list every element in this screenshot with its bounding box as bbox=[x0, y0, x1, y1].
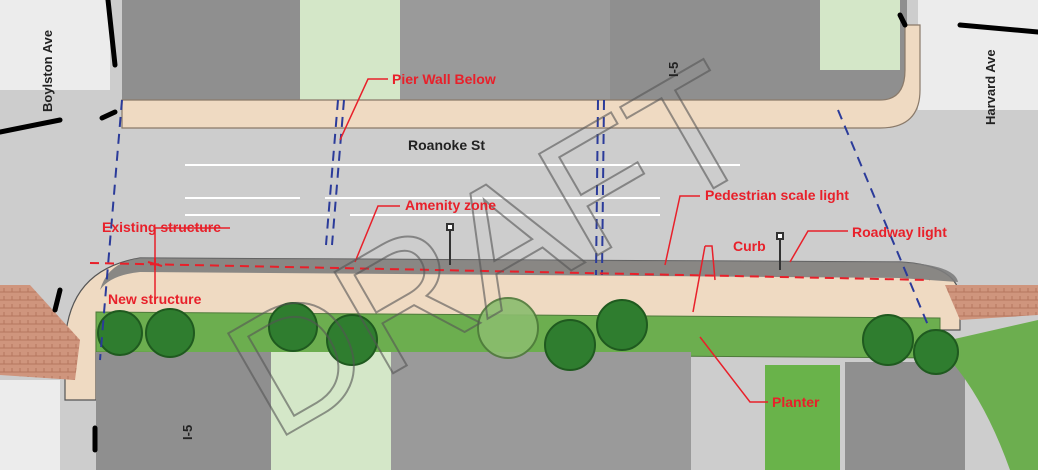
tree bbox=[326, 314, 378, 366]
corner-top-left bbox=[0, 0, 110, 90]
greenway-top bbox=[300, 0, 400, 100]
freeway-top-green-right bbox=[820, 0, 900, 70]
tree bbox=[862, 314, 914, 366]
curb-markers bbox=[0, 0, 1038, 453]
existing-structure-lines bbox=[99, 99, 931, 361]
amenity-strip bbox=[100, 258, 958, 290]
corner-bottom-left bbox=[0, 380, 60, 470]
brick-left bbox=[0, 285, 80, 380]
freeway-top-lane bbox=[400, 0, 610, 100]
tree bbox=[477, 297, 539, 359]
brick-right bbox=[945, 285, 1038, 320]
structure-marker bbox=[147, 258, 163, 270]
tree bbox=[596, 299, 648, 351]
freeway-bottom-left bbox=[96, 352, 271, 470]
street-label-harvard: Harvard Ave bbox=[983, 49, 998, 125]
structure-line bbox=[89, 262, 931, 281]
tree bbox=[268, 302, 318, 352]
corner-top-right bbox=[918, 0, 1038, 110]
lane-markings bbox=[185, 164, 740, 216]
callout-amenity-zone: Amenity zone bbox=[405, 197, 496, 213]
callout-existing-structure: Existing structure bbox=[102, 219, 221, 235]
tree bbox=[97, 310, 143, 356]
freeway-bottom-right bbox=[845, 362, 965, 470]
callout-roadway-light: Roadway light bbox=[852, 224, 947, 240]
callout-pedestrian-light: Pedestrian scale light bbox=[705, 187, 849, 203]
trees bbox=[97, 297, 959, 375]
freeway-bottom-mid bbox=[391, 352, 691, 470]
freeway-label-top: I-5 bbox=[666, 62, 681, 77]
street-label-boylston: Boylston Ave bbox=[40, 30, 55, 112]
tree bbox=[913, 329, 959, 375]
callout-new-structure: New structure bbox=[108, 291, 202, 307]
street-label-roanoke: Roanoke St bbox=[408, 137, 485, 153]
green-patch-bottom bbox=[765, 365, 840, 470]
tree bbox=[544, 319, 596, 371]
callout-planter: Planter bbox=[772, 394, 820, 410]
tree bbox=[145, 308, 195, 358]
callout-pier-wall: Pier Wall Below bbox=[392, 71, 496, 87]
ramp-green-right bbox=[950, 320, 1038, 470]
callout-leaders bbox=[154, 78, 848, 403]
greenway-bottom bbox=[271, 352, 391, 470]
light-poles bbox=[446, 223, 784, 270]
freeway-label-bottom: I-5 bbox=[180, 425, 195, 440]
top-sidewalk bbox=[121, 24, 921, 129]
callout-curb: Curb bbox=[733, 238, 766, 254]
